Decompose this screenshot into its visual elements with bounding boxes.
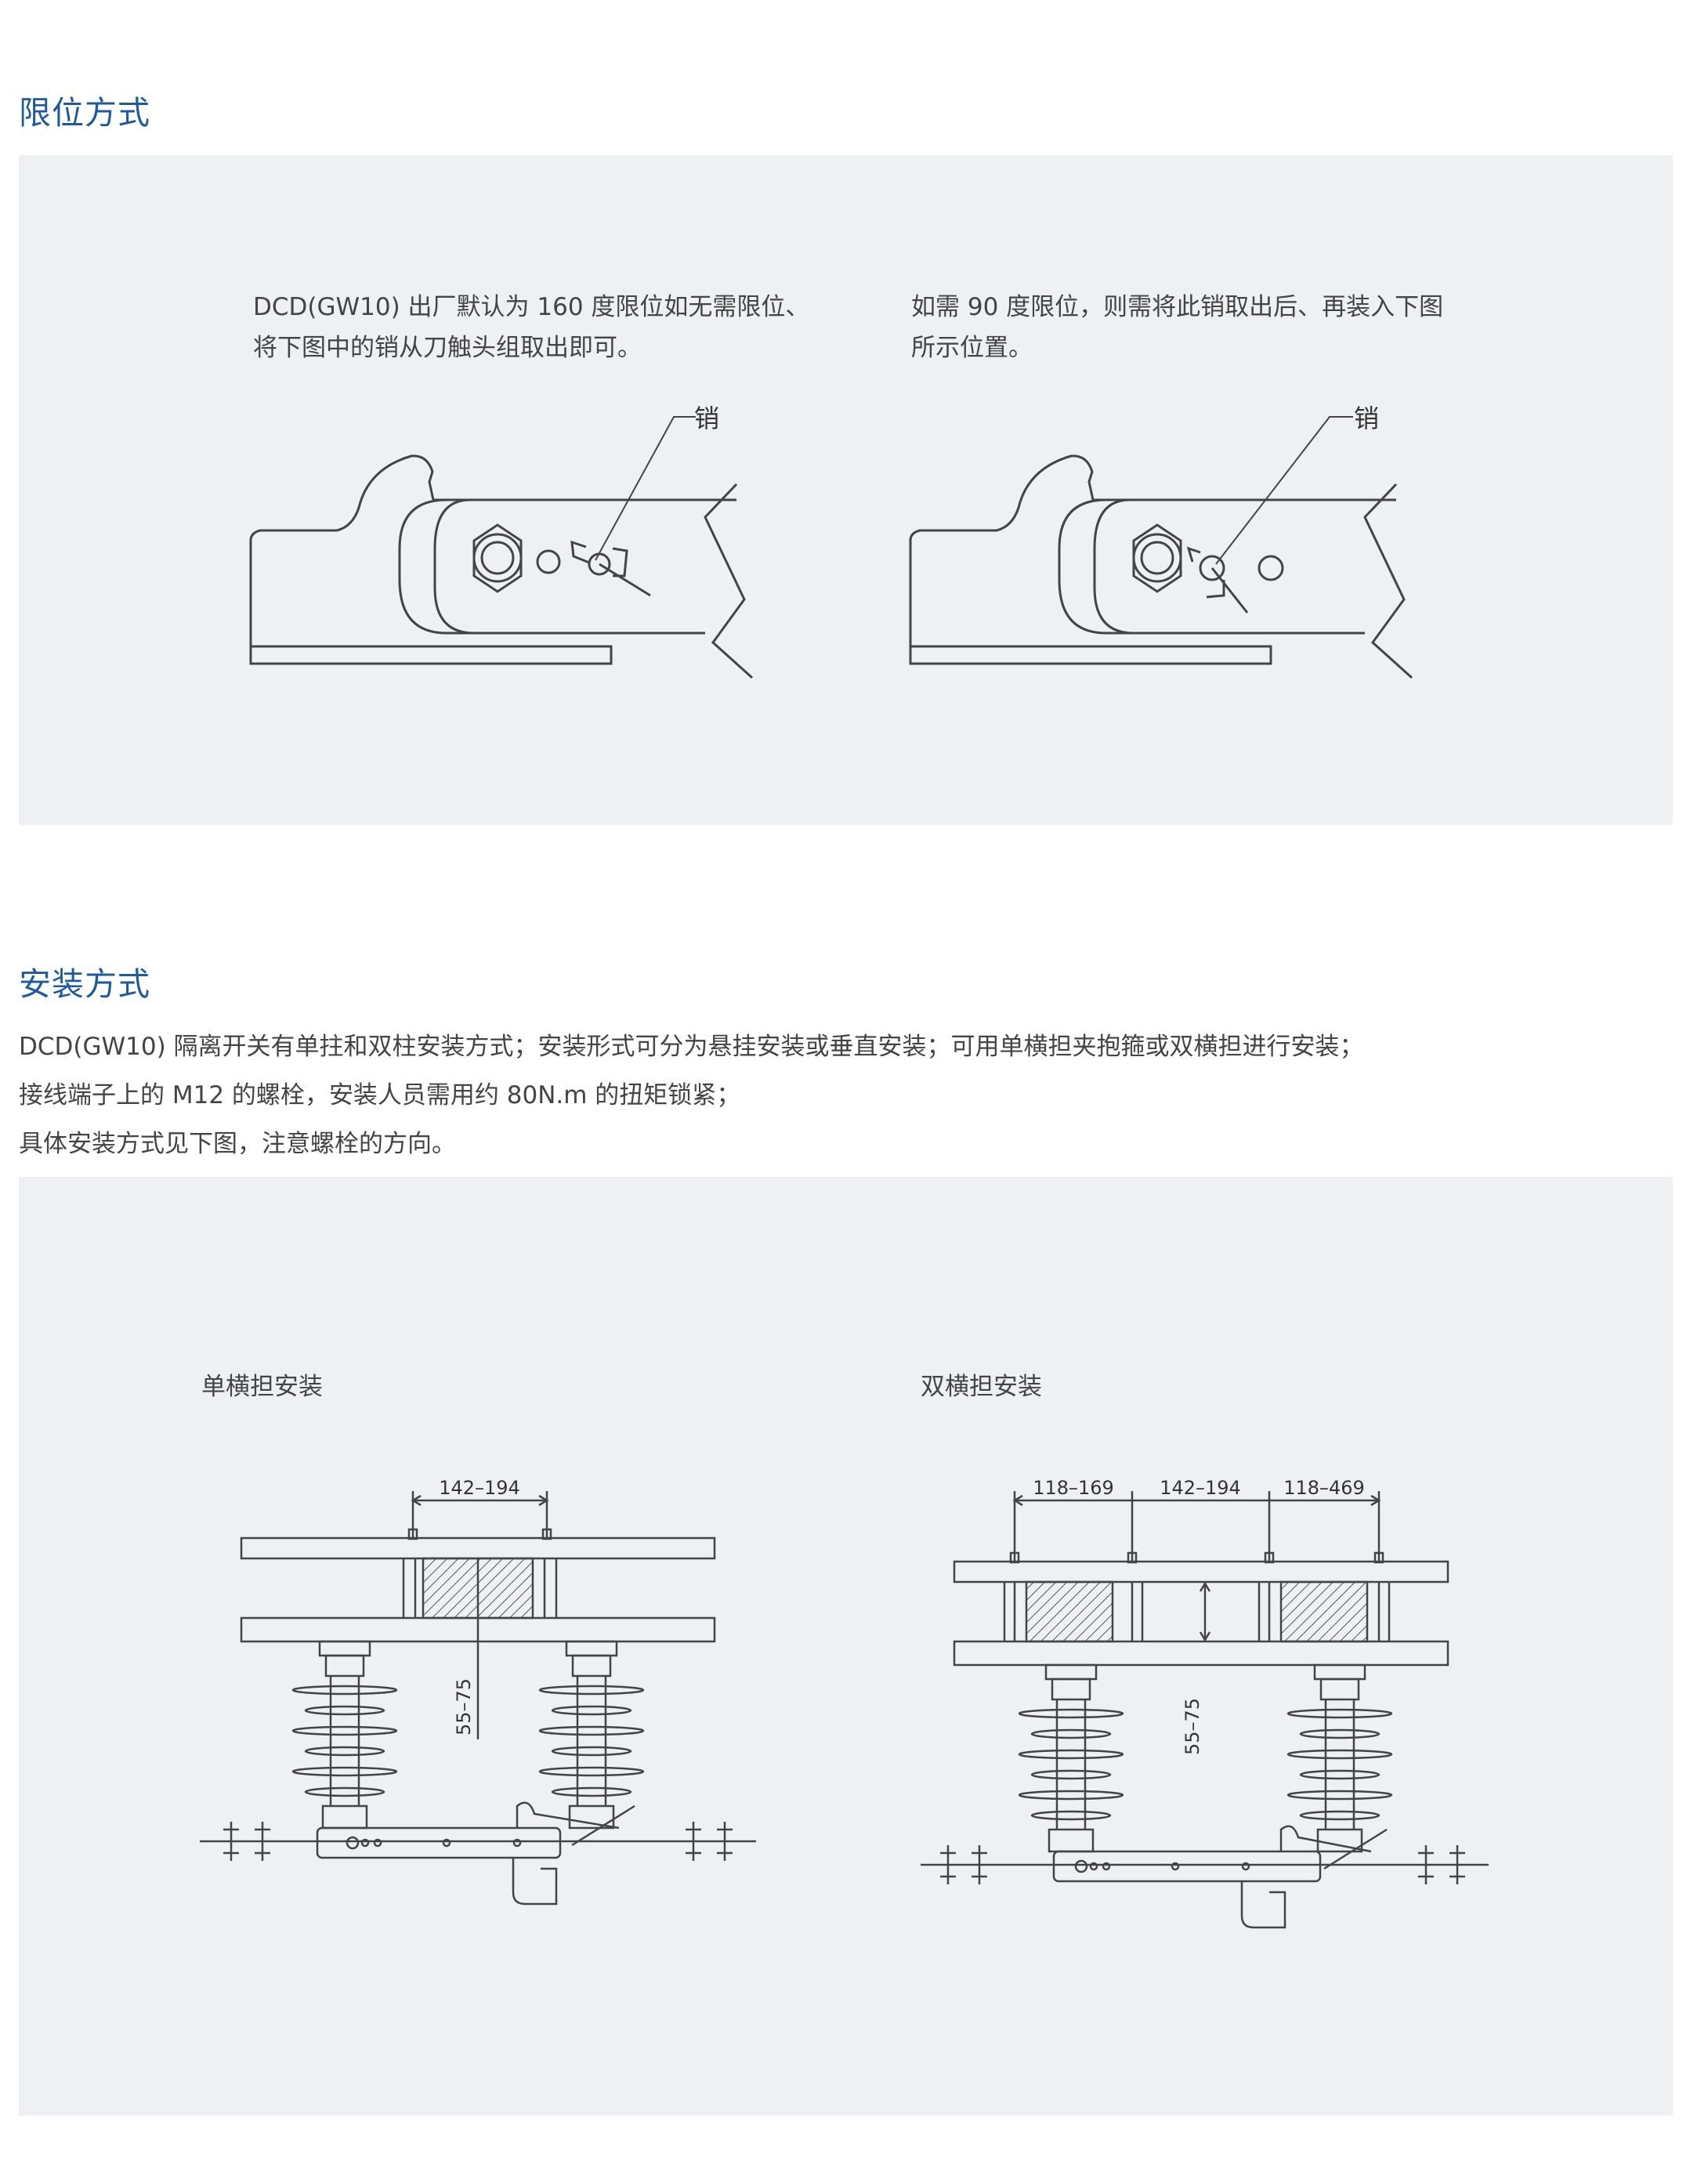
operating-ring (1240, 1881, 1286, 1929)
install-line-1: DCD(GW10) 隔离开关有单拄和双柱安装方式；安装形式可分为悬挂安装或垂直安… (19, 1033, 1364, 1061)
insulator-right (538, 1640, 645, 1830)
limit-note-right: 如需 90 度限位，则需将此销取出后、再装入下图 所示位置。 (911, 287, 1443, 368)
limit-note-left-line2: 将下图中的销从刀触头组取出即可。 (253, 334, 642, 362)
contact-inner-curve (433, 498, 475, 635)
blade-hole (1241, 1862, 1250, 1871)
dim-label-vertical: 55–75 (453, 1678, 475, 1735)
contact-base-bar (909, 541, 1272, 665)
pin-body (1206, 567, 1249, 613)
limit-note-left-line1: DCD(GW10) 出厂默认为 160 度限位如无需限位、 (253, 293, 810, 321)
dim-label-top: 142–194 (439, 1477, 520, 1499)
blade-hole (1089, 1862, 1098, 1871)
dim-arrow (1199, 1581, 1211, 1592)
blade-hole (360, 1838, 370, 1848)
pin-hole (536, 549, 561, 574)
contact-break-line (1363, 483, 1413, 679)
blade-hole (512, 1838, 522, 1848)
blade-hook (1279, 1825, 1372, 1853)
blade-hole (1102, 1862, 1111, 1871)
blade-hole (1171, 1862, 1180, 1871)
blade-pivot (346, 1836, 360, 1850)
contact-inner-curve (1093, 498, 1134, 635)
pin-head (1199, 555, 1225, 581)
contact-base-bar (249, 541, 613, 665)
lower-crossarm (953, 1640, 1449, 1667)
install-line-2: 接线端子上的 M12 的螺栓，安装人员需用约 80N.m 的扭矩锁紧； (19, 1081, 741, 1109)
install-section-title: 安装方式 (19, 965, 150, 1003)
contact-diagram-right: 销 (909, 404, 1413, 679)
limit-note-right-line1: 如需 90 度限位，则需将此销取出后、再装入下图 (911, 293, 1444, 321)
single-crossarm-diagram: 142–194 55–75 (200, 1477, 756, 1906)
pin-leader-line (1215, 416, 1353, 565)
insulator-right (1286, 1663, 1393, 1853)
hex-nut (1132, 523, 1182, 593)
pin-clip (1186, 546, 1201, 563)
contact-inner-outline (398, 498, 705, 635)
bolt-ring-outer (472, 533, 523, 583)
blade-pivot (1074, 1859, 1088, 1873)
dim-label-a: 118–169 (1033, 1477, 1114, 1499)
double-crossarm-caption: 双横担安装 (921, 1373, 1042, 1401)
dim-label-vertical: 55–75 (1181, 1698, 1203, 1755)
blade-hole (442, 1838, 451, 1848)
double-crossarm-diagram: 118–169 142–194 118–469 55–75 (921, 1477, 1489, 1929)
bolt-ring-inner (1140, 541, 1174, 575)
blade-hole (373, 1838, 382, 1848)
operating-ring (512, 1858, 558, 1906)
limit-note-right-line2: 所示位置。 (911, 334, 1033, 362)
pin-label: 销 (1354, 404, 1379, 433)
pin-label: 销 (694, 404, 719, 433)
pin-hole (1257, 555, 1284, 581)
pin-clip (570, 540, 590, 564)
pole-section-hatch (1025, 1580, 1114, 1643)
contact-upper-outline (249, 454, 736, 541)
contact-diagram-left: 销 (249, 404, 754, 679)
contact-inner-outline (1058, 498, 1365, 635)
limit-section-title: 限位方式 (19, 94, 150, 132)
blade-latch (1323, 1828, 1388, 1870)
dim-label-c: 118–469 (1283, 1477, 1365, 1499)
blade-latch (571, 1804, 635, 1847)
hex-nut (472, 523, 523, 593)
dim-arrow (1199, 1631, 1211, 1642)
upper-crossarm (953, 1560, 1449, 1583)
pin-leader-line (595, 416, 696, 561)
insulator-left (1018, 1663, 1124, 1853)
dim-label-b: 142–194 (1160, 1477, 1241, 1499)
contact-break-line (704, 483, 754, 679)
insulator-left (291, 1640, 398, 1830)
upper-crossarm (240, 1536, 716, 1560)
contact-blade (316, 1826, 562, 1859)
bolt-ring-outer (1132, 533, 1182, 583)
install-line-3: 具体安装方式见下图，注意螺栓的方向。 (19, 1130, 456, 1158)
pin-body (599, 547, 651, 597)
contact-blade (1052, 1850, 1322, 1883)
bolt-ring-inner (480, 541, 515, 575)
contact-upper-outline (909, 454, 1396, 541)
pole-section-hatch (1279, 1580, 1369, 1643)
limit-note-left: DCD(GW10) 出厂默认为 160 度限位如无需限位、 将下图中的销从刀触头… (253, 287, 809, 368)
single-crossarm-caption: 单横担安装 (201, 1373, 323, 1401)
install-paragraph: DCD(GW10) 隔离开关有单拄和双柱安装方式；安装形式可分为悬挂安装或垂直安… (19, 1022, 1364, 1168)
blade-hook (516, 1801, 620, 1830)
limit-diagram-panel (19, 155, 1673, 825)
install-diagram-panel (19, 1177, 1673, 2116)
